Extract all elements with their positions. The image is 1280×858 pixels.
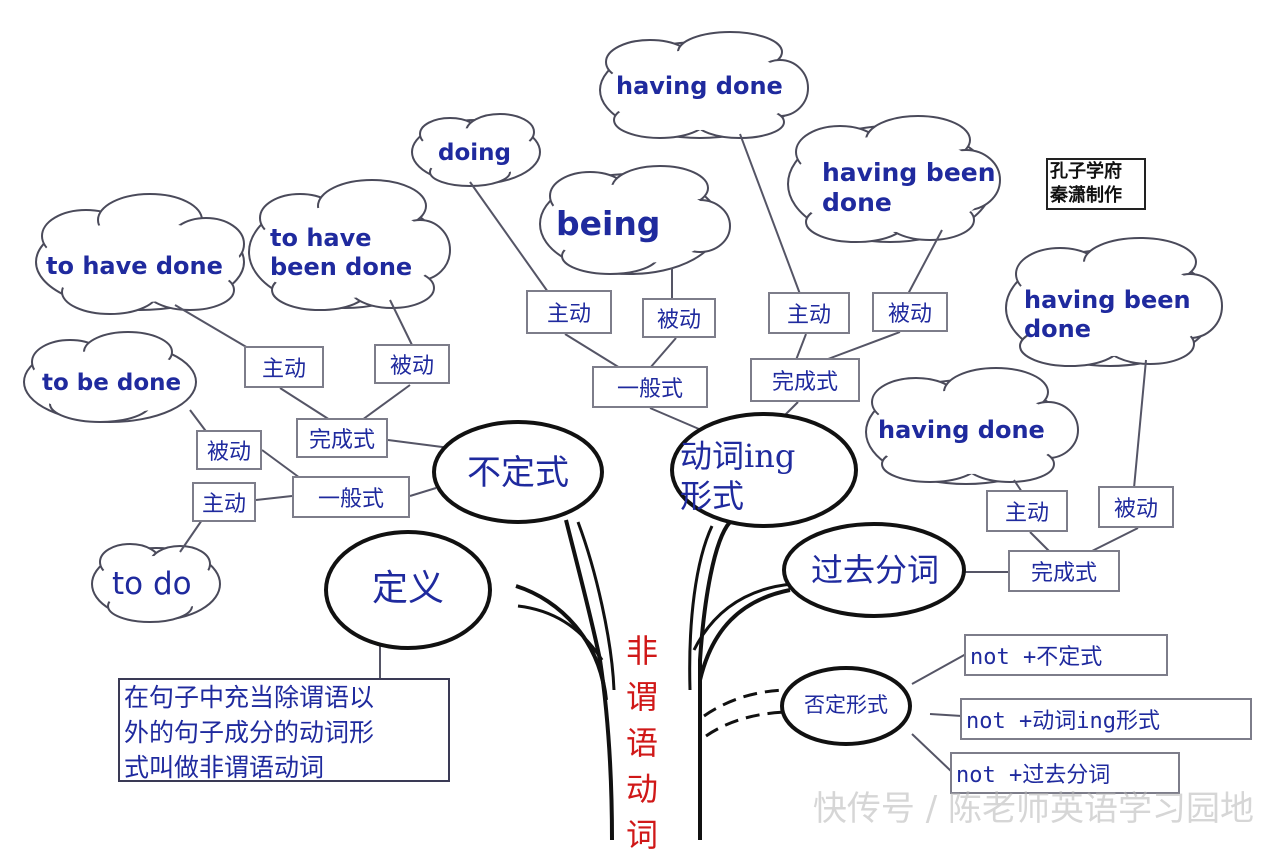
cloud-having-done-right-text: having done: [878, 416, 1045, 444]
participle-perfect-box: 完成式: [1008, 550, 1120, 592]
cloud-to-have-done-text: to have done: [46, 252, 223, 280]
author-credit: 孔子学府 秦潇制作: [1046, 158, 1146, 210]
cloud-line: done: [822, 188, 892, 217]
past-participle-node: 过去分词: [810, 551, 939, 589]
gerund-node: 动词ing 形式: [680, 436, 850, 516]
definition-text-box: 在句子中充当除谓语以 外的句子成分的动词形 式叫做非谓语动词: [118, 678, 450, 782]
cloud-being-text: being: [556, 204, 661, 243]
cloud-line: to have: [270, 224, 372, 252]
cloud-to-have-been-done-text: to have been done: [270, 224, 412, 282]
infinitive-perfect-active-box: 主动: [244, 346, 324, 388]
infinitive-simple-passive-box: 被动: [196, 430, 262, 470]
gerund-simple-passive-box: 被动: [642, 298, 716, 338]
gerund-simple-box: 一般式: [592, 366, 708, 408]
trunk-char: 语: [625, 724, 658, 762]
definition-node: 定义: [371, 568, 444, 609]
cloud-having-been-done-top-text: having been done: [822, 158, 996, 218]
cloud-to-do-text: to do: [112, 566, 192, 602]
infinitive-node-shape: [432, 420, 604, 524]
infinitive-simple-active-box: 主动: [192, 482, 256, 522]
past-participle-node-shape: [782, 522, 966, 618]
non-finite-verb-tree: 非 谓 语 动 词 不定式 定义 动词ing 形式 过去分词 否定形式 to h…: [23, 31, 1254, 854]
cloud-having-been-done-right-text: having been done: [1024, 286, 1191, 344]
gerund-perfect-passive-box: 被动: [872, 292, 948, 332]
definition-node-shape: [324, 530, 492, 650]
cloud-line: done: [1024, 314, 1092, 343]
gerund-node-line: 形式: [680, 477, 745, 515]
definition-line: 在句子中充当除谓语以: [124, 683, 375, 712]
cloud-line: having been: [822, 158, 996, 187]
definition-line: 外的句子成分的动词形: [124, 718, 375, 747]
credit-line: 秦潇制作: [1050, 185, 1122, 206]
infinitive-simple-box: 一般式: [292, 476, 410, 518]
participle-perfect-active-box: 主动: [986, 490, 1068, 532]
infinitive-node: 不定式: [467, 453, 569, 493]
infinitive-perfect-box: 完成式: [296, 418, 388, 458]
infinitive-perfect-passive-box: 被动: [374, 344, 450, 384]
cloud-doing-text: doing: [438, 140, 511, 166]
definition-line: 式叫做非谓语动词: [124, 753, 325, 782]
negative-form-node: 否定形式: [804, 693, 888, 717]
credit-line: 孔子学府: [1050, 161, 1122, 182]
cloud-to-be-done-text: to be done: [42, 370, 182, 396]
connector-lines: [23, 31, 1223, 840]
trunk-char: 词: [625, 816, 658, 854]
negation-ing-box: not +动词ing形式: [960, 698, 1252, 740]
negation-infinitive-box: not +不定式: [964, 634, 1168, 676]
negative-node-shape: [780, 666, 912, 746]
negation-past-participle-box: not +过去分词: [950, 752, 1180, 794]
gerund-perfect-active-box: 主动: [768, 292, 850, 334]
cloud-line: having been: [1024, 286, 1191, 314]
trunk-char: 非: [625, 632, 658, 670]
gerund-node-shape: [670, 412, 858, 528]
watermark: 快传号 / 陈老师英语学习园地: [812, 789, 1254, 829]
gerund-simple-active-box: 主动: [526, 290, 612, 334]
trunk-char: 谓: [625, 678, 658, 716]
cloud-having-done-top-text: having done: [616, 72, 783, 100]
gerund-node-line: 动词ing: [680, 437, 796, 475]
gerund-perfect-box: 完成式: [750, 358, 860, 402]
cloud-line: been done: [270, 252, 413, 281]
participle-perfect-passive-box: 被动: [1098, 486, 1174, 528]
trunk-label: 非 谓 语 动 词: [622, 628, 662, 858]
trunk-char: 动: [625, 770, 658, 808]
